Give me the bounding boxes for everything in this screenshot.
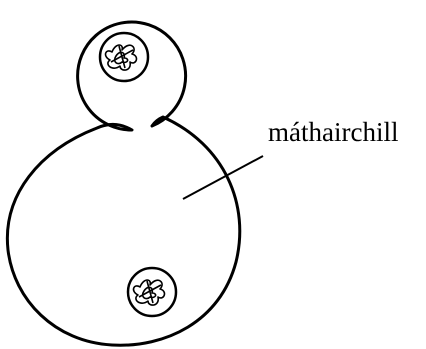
mother-cell-label: máthairchill xyxy=(268,119,398,146)
chromatin xyxy=(106,45,137,70)
chromatin xyxy=(134,280,165,305)
label-leader-line xyxy=(183,156,263,199)
mother-nucleus xyxy=(128,268,176,316)
daughter-nucleus xyxy=(100,33,148,81)
